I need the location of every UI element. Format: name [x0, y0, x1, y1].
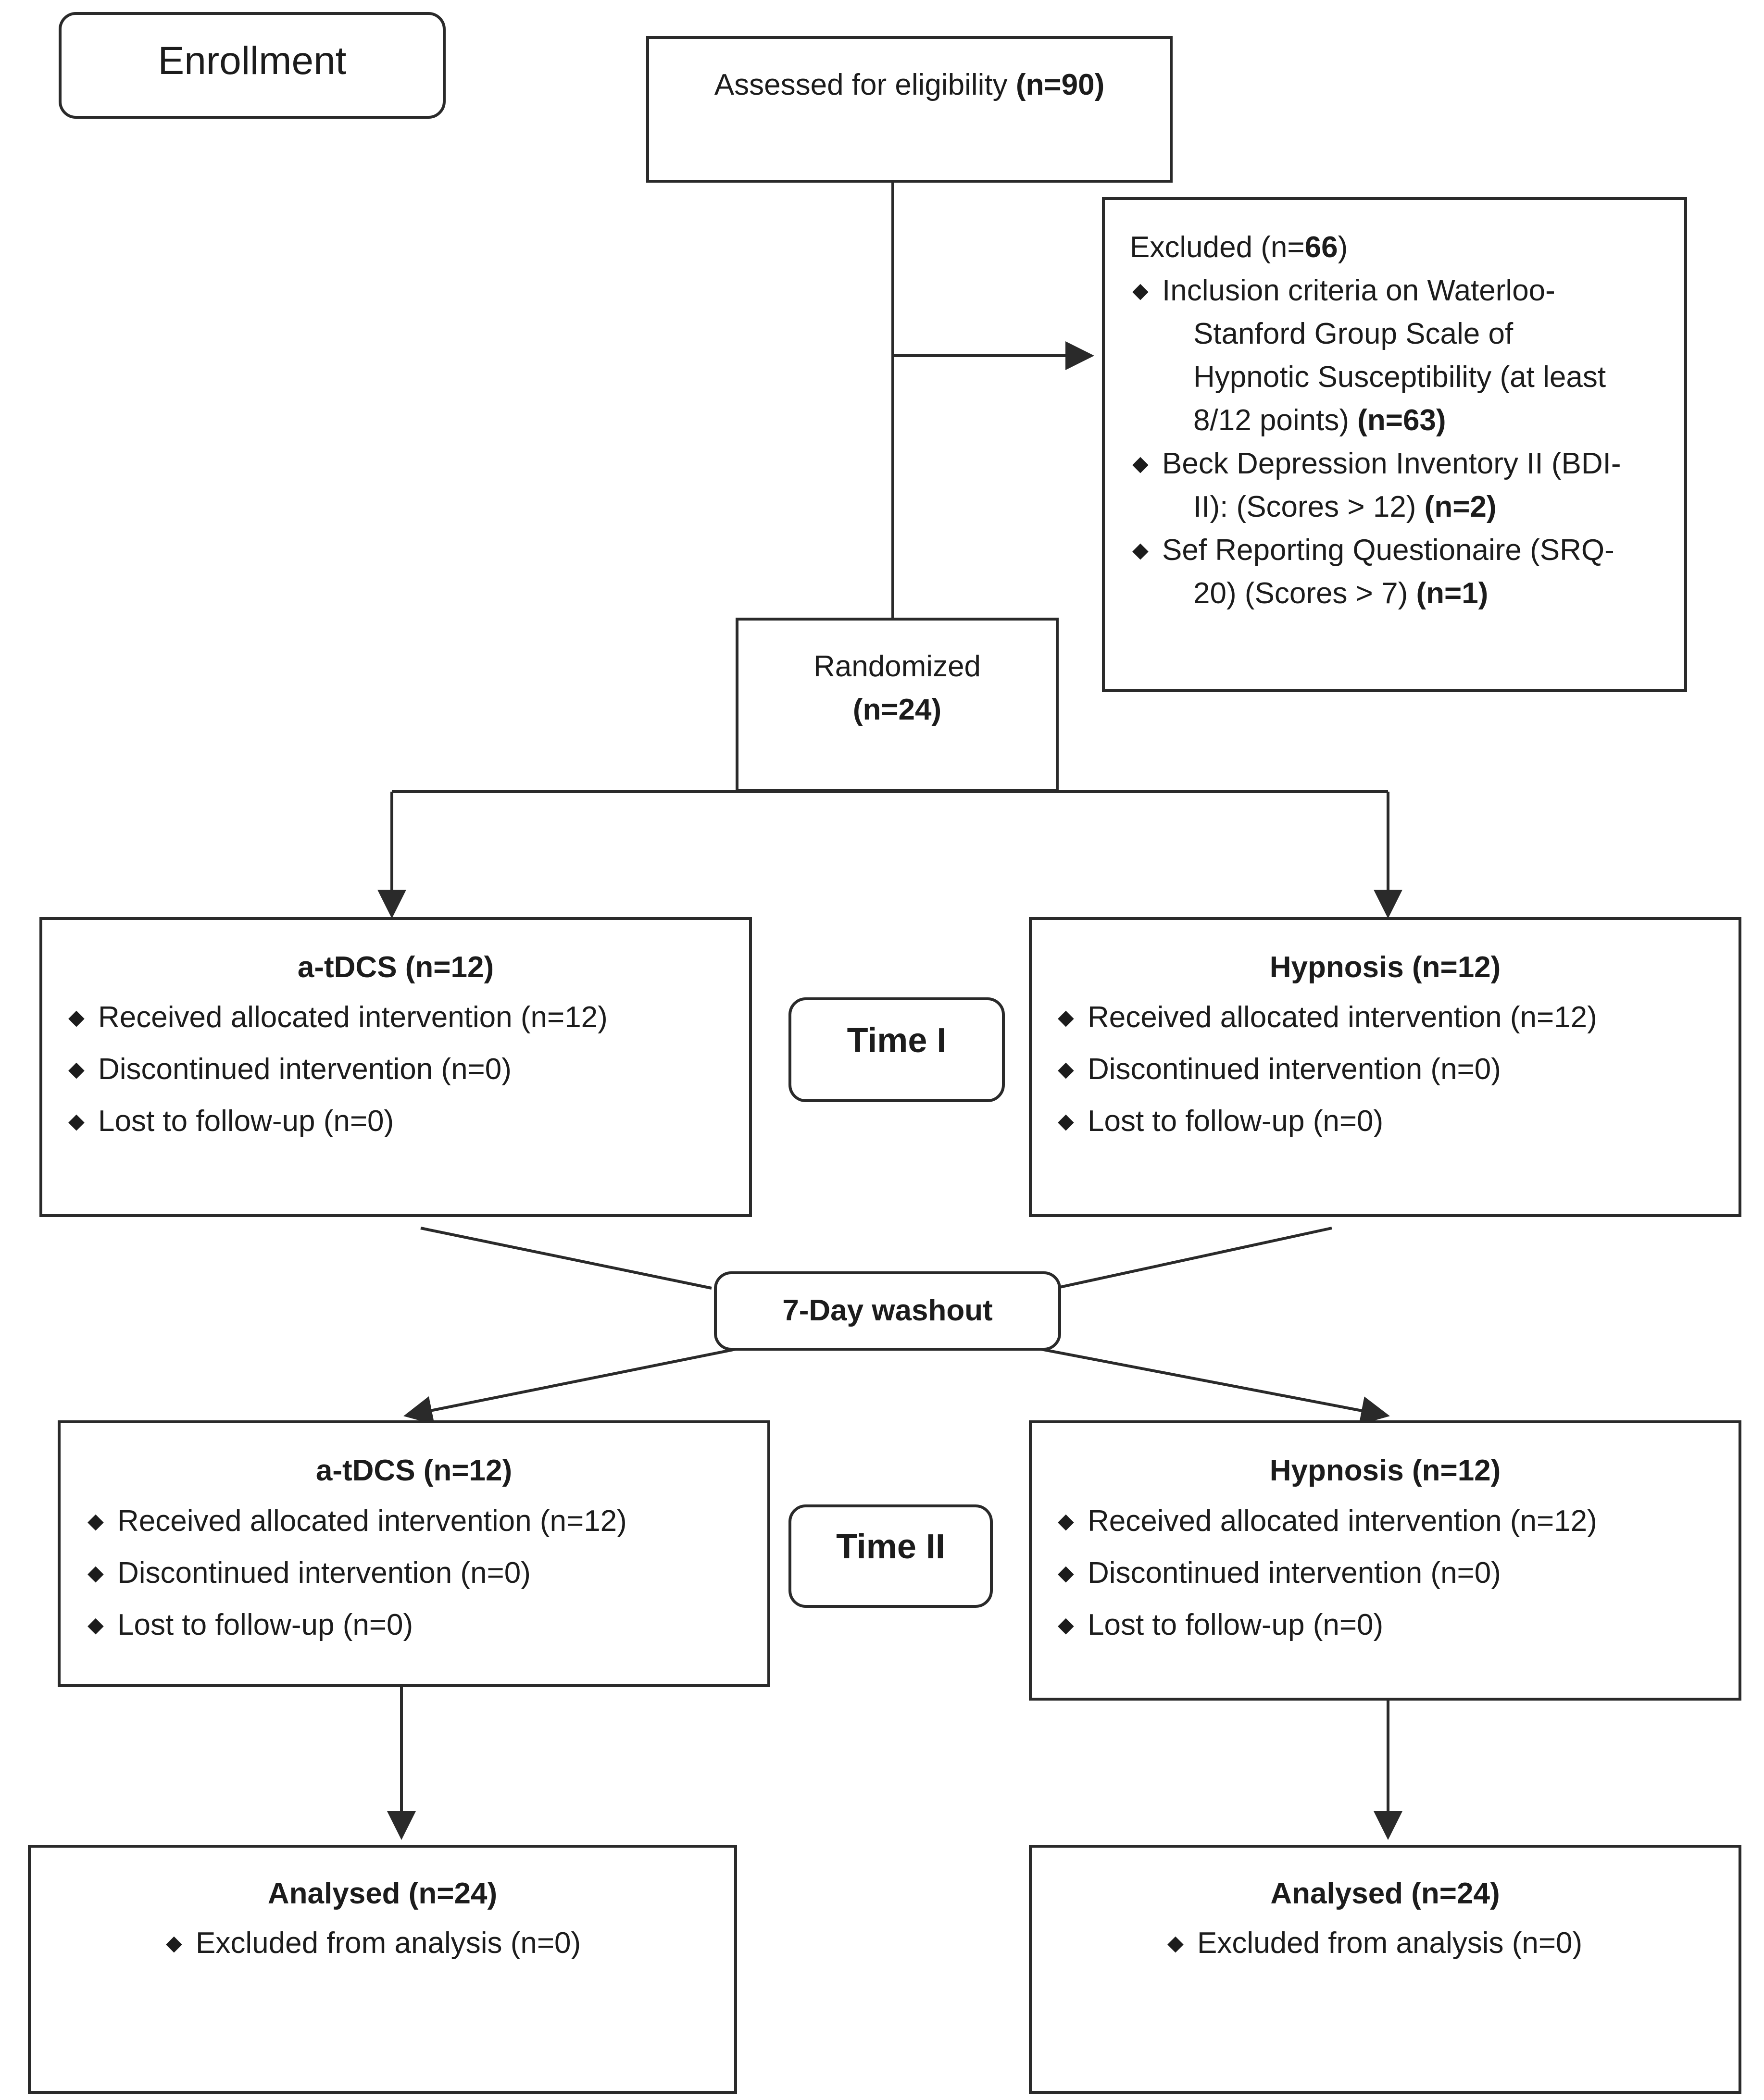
- randomized-label: Randomized: [813, 650, 981, 683]
- cross-line-right: [1055, 1227, 1332, 1290]
- analysed-right-box: [1029, 1845, 1741, 2094]
- time2-hypnosis-item-text: Discontinued intervention (n=0): [1088, 1556, 1501, 1590]
- time1-hypnosis-item: ◆ Lost to follow-up (n=0): [1058, 1100, 1383, 1143]
- bullet-icon: ◆: [88, 1509, 104, 1533]
- bullet-icon: ◆: [1167, 1931, 1184, 1955]
- analysed-right-item: ◆ Excluded from analysis (n=0): [1167, 1922, 1582, 1965]
- bullet-icon: ◆: [1058, 1057, 1074, 1081]
- excluded-item-1-line: Inclusion criteria on Waterloo-: [1162, 274, 1555, 307]
- excluded-item-2-count: (n=2): [1424, 490, 1497, 523]
- time1-hypnosis-item: ◆ Received allocated intervention (n=12): [1058, 996, 1597, 1039]
- time1-label-box: [788, 997, 1005, 1102]
- time1-hypnosis-item-text: Discontinued intervention (n=0): [1088, 1053, 1501, 1086]
- bullet-icon: ◆: [1058, 1561, 1074, 1585]
- time1-hypnosis-title: Hypnosis (n=12): [1269, 951, 1501, 984]
- bullet-icon: ◆: [166, 1931, 182, 1955]
- excluded-item-3-line: Sef Reporting Questionaire (SRQ-: [1162, 534, 1614, 567]
- bullet-icon: ◆: [1058, 1509, 1074, 1533]
- analysed-right-item-text: Excluded from analysis (n=0): [1197, 1926, 1583, 1960]
- arrow-to-time2-left: [403, 1347, 741, 1425]
- time2-atdcs-box: [58, 1420, 770, 1687]
- excluded-title: Excluded (n=66): [1130, 226, 1348, 269]
- time1-atdcs-item-text: Received allocated intervention (n=12): [98, 1001, 608, 1034]
- assessed-text: Assessed for eligibility (n=90): [646, 63, 1173, 107]
- cross-line-left: [420, 1227, 712, 1290]
- time1-atdcs-box: [39, 917, 752, 1217]
- time2-hypnosis-item: ◆ Discontinued intervention (n=0): [1058, 1552, 1501, 1595]
- excluded-item-1-line: Stanford Group Scale of: [1193, 317, 1514, 350]
- excluded-item-1-line: Hypnotic Susceptibility (at least: [1193, 360, 1606, 394]
- time2-hypnosis-item-text: Received allocated intervention (n=12): [1088, 1504, 1597, 1538]
- time1-hypnosis-item-text: Received allocated intervention (n=12): [1088, 1001, 1597, 1034]
- assessed-label: Assessed for eligibility: [714, 68, 1008, 101]
- time2-hypnosis-item: ◆ Lost to follow-up (n=0): [1058, 1603, 1383, 1647]
- excluded-item-1-count: (n=63): [1357, 404, 1446, 437]
- time2-atdcs-item-text: Lost to follow-up (n=0): [117, 1608, 413, 1641]
- bullet-icon: ◆: [1058, 1109, 1074, 1133]
- time2-atdcs-title: a-tDCS (n=12): [315, 1454, 513, 1487]
- time2-hypnosis-item: ◆ Received allocated intervention (n=12): [1058, 1500, 1597, 1543]
- time2-atdcs-item-text: Discontinued intervention (n=0): [117, 1556, 531, 1590]
- bullet-icon: ◆: [68, 1057, 85, 1081]
- time1-atdcs-item: ◆ Lost to follow-up (n=0): [68, 1100, 394, 1143]
- analysed-left-box: [28, 1845, 737, 2094]
- enrollment-label: Enrollment: [158, 39, 347, 83]
- randomized-count: (n=24): [852, 693, 942, 726]
- bullet-icon: ◆: [1132, 279, 1149, 302]
- bullet-icon: ◆: [1132, 452, 1149, 475]
- analysed-left-item-text: Excluded from analysis (n=0): [196, 1926, 581, 1960]
- time2-atdcs-item: ◆ Received allocated intervention (n=12): [88, 1500, 627, 1543]
- time2-hypnosis-item-text: Lost to follow-up (n=0): [1088, 1608, 1384, 1641]
- time1-hypnosis-box: [1029, 917, 1741, 1217]
- time1-atdcs-item: ◆ Discontinued intervention (n=0): [68, 1048, 512, 1091]
- bullet-icon: ◆: [68, 1006, 85, 1029]
- time1-atdcs-item-text: Discontinued intervention (n=0): [98, 1053, 512, 1086]
- bullet-icon: ◆: [1132, 538, 1149, 562]
- bullet-icon: ◆: [68, 1109, 85, 1133]
- excluded-item-3-count: (n=1): [1416, 577, 1489, 610]
- excluded-item-2-line: Beck Depression Inventory II (BDI-: [1162, 447, 1621, 480]
- excluded-item-1-line: 8/12 points): [1193, 404, 1349, 437]
- assessed-box: [646, 36, 1173, 183]
- enrollment-label-box: [59, 12, 446, 119]
- analysed-left-title: Analysed (n=24): [267, 1877, 498, 1910]
- time2-atdcs-item-text: Received allocated intervention (n=12): [117, 1504, 627, 1538]
- excluded-title-prefix: Excluded (n=: [1130, 231, 1305, 264]
- bullet-icon: ◆: [1058, 1613, 1074, 1637]
- analysed-left-item: ◆ Excluded from analysis (n=0): [166, 1922, 581, 1965]
- time1-hypnosis-item: ◆ Discontinued intervention (n=0): [1058, 1048, 1501, 1091]
- excluded-item-2-line: II): (Scores > 12): [1193, 490, 1416, 523]
- time2-label: Time II: [836, 1528, 945, 1566]
- arrow-to-time2-right: [1036, 1347, 1390, 1425]
- excluded-box: [1102, 197, 1687, 692]
- washout-box: [714, 1271, 1061, 1351]
- excluded-title-suffix: ): [1338, 231, 1348, 264]
- excluded-item-3-line: 20) (Scores > 7): [1193, 577, 1408, 610]
- time1-label: Time I: [847, 1021, 947, 1060]
- time1-atdcs-title: a-tDCS (n=12): [297, 951, 494, 984]
- time1-atdcs-item: ◆ Received allocated intervention (n=12): [68, 996, 608, 1039]
- analysed-right-title: Analysed (n=24): [1270, 1877, 1500, 1910]
- time2-atdcs-item: ◆ Discontinued intervention (n=0): [88, 1552, 531, 1595]
- assessed-count: (n=90): [1015, 68, 1105, 101]
- time2-hypnosis-title: Hypnosis (n=12): [1269, 1454, 1501, 1487]
- time2-label-box: [788, 1504, 993, 1608]
- time2-hypnosis-box: [1029, 1420, 1741, 1701]
- time2-atdcs-item: ◆ Lost to follow-up (n=0): [88, 1603, 413, 1647]
- randomized-box: [736, 618, 1059, 792]
- bullet-icon: ◆: [88, 1613, 104, 1637]
- time1-atdcs-item-text: Lost to follow-up (n=0): [98, 1105, 394, 1138]
- time1-hypnosis-item-text: Lost to follow-up (n=0): [1088, 1105, 1384, 1138]
- excluded-count: 66: [1304, 231, 1338, 264]
- bullet-icon: ◆: [1058, 1006, 1074, 1029]
- bullet-icon: ◆: [88, 1561, 104, 1585]
- washout-label: 7-Day washout: [782, 1294, 993, 1327]
